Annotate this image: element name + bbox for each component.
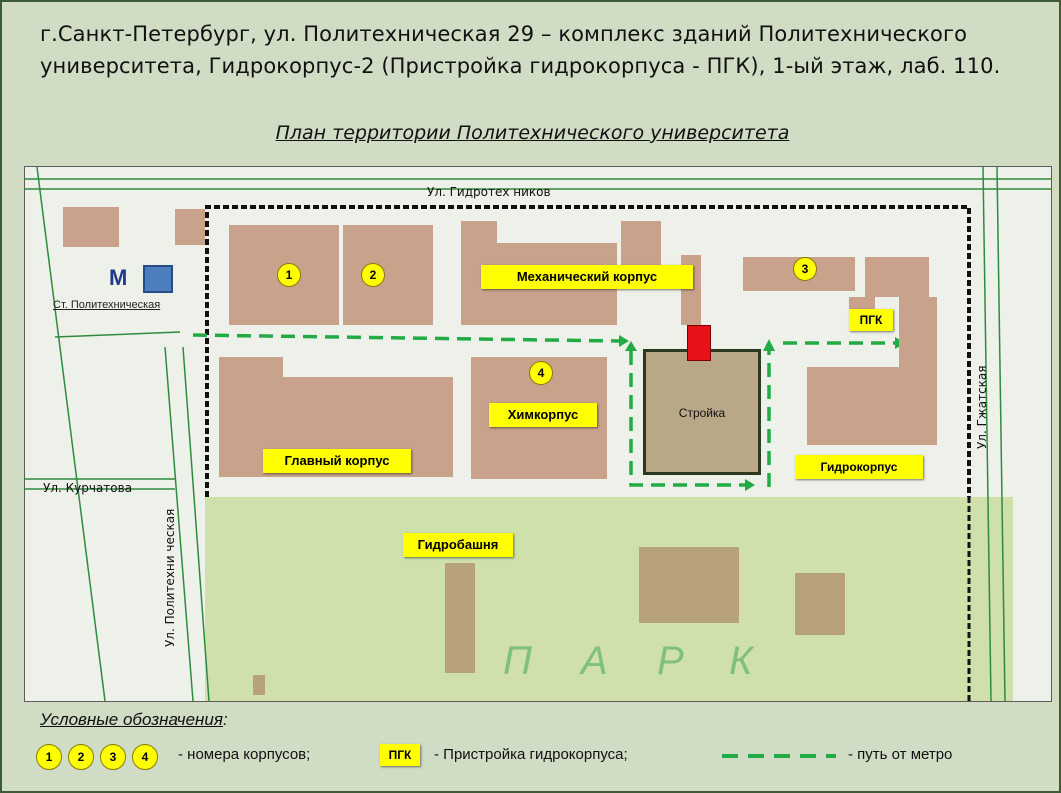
building-number-4: 4 xyxy=(529,361,553,385)
legend-title: Условные обозначения: xyxy=(40,710,228,729)
park-building-east xyxy=(795,573,845,635)
pgk-label: ПГК xyxy=(849,309,893,331)
legend-path-text: - путь от метро xyxy=(848,746,953,763)
hydro-tower-building xyxy=(445,563,475,673)
main-building-label: Главный корпус xyxy=(263,449,411,473)
hydro-tower-label: Гидробашня xyxy=(403,533,513,557)
campus-map[interactable]: Стройка 1 2 3 4 Механический корпус Химк… xyxy=(24,166,1052,702)
hydro-wing-top xyxy=(865,257,929,297)
street-gzhatskaya: Ул. Гжатская xyxy=(975,365,989,449)
park-building-center xyxy=(639,547,739,623)
park-letter-r: Р xyxy=(657,639,684,683)
metro-letter: М xyxy=(109,265,128,290)
park-area xyxy=(205,497,1013,701)
map-title: План территории Политехнического универс… xyxy=(275,122,790,144)
building-west xyxy=(63,207,119,247)
address-line-2: университета, Гидрокорпус-2 (Пристройка … xyxy=(40,54,1001,78)
pgk-building xyxy=(899,297,937,377)
street-politekhnicheskaya: Ул. Политехни ческая xyxy=(163,508,177,647)
building-number-2: 2 xyxy=(361,263,385,287)
park-letter-p: П xyxy=(503,639,532,683)
park-letter-a: А xyxy=(581,639,608,683)
legend-number-4: 4 xyxy=(132,744,158,770)
chem-building-label: Химкорпус xyxy=(489,403,597,427)
metro-station-label: Ст. Политехническая xyxy=(53,299,161,311)
mech-building-label: Механический корпус xyxy=(481,265,693,289)
legend-number-1: 1 xyxy=(36,744,62,770)
legend-numbers-text: - номера корпусов; xyxy=(178,746,311,763)
building-west-small xyxy=(175,209,205,245)
address-line-1: г.Санкт-Петербург, ул. Политехническая 2… xyxy=(40,22,968,46)
entrance-marker xyxy=(687,325,711,361)
hydro-building xyxy=(807,367,937,445)
construction-site: Стройка xyxy=(643,349,761,475)
legend-pgk-text: - Пристройка гидрокорпуса; xyxy=(434,746,628,763)
mech-building-right xyxy=(621,221,661,273)
legend-number-2: 2 xyxy=(68,744,94,770)
construction-label: Стройка xyxy=(678,406,726,420)
metro-icon xyxy=(143,265,173,293)
building-number-1: 1 xyxy=(277,263,301,287)
legend-number-3: 3 xyxy=(100,744,126,770)
legend-path-line xyxy=(722,754,836,758)
metro-route xyxy=(192,333,895,487)
building-number-3: 3 xyxy=(793,257,817,281)
park-letter-k: К xyxy=(729,639,753,683)
park-building-small xyxy=(253,675,265,695)
street-gidrotekhnikov: Ул. Гидротех ников xyxy=(427,185,551,199)
street-kurchatova: Ул. Курчатова xyxy=(43,481,133,495)
hydro-building-label: Гидрокорпус xyxy=(795,455,923,479)
building-2 xyxy=(343,225,433,325)
map-background xyxy=(25,167,1051,701)
legend-pgk-box: ПГК xyxy=(380,744,420,766)
